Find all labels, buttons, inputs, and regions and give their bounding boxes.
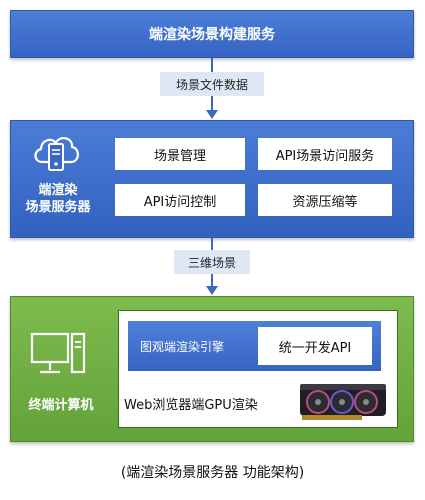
figure-caption: (端渲染场景服务器 功能架构) bbox=[120, 465, 305, 481]
desktop-computer-icon bbox=[30, 332, 86, 380]
cloud-server-icon bbox=[30, 128, 82, 174]
function-api-access-control: API访问控制 bbox=[115, 184, 245, 216]
function-resource-compression: 资源压缩等 bbox=[258, 184, 392, 216]
terminal-title: 终端计算机 bbox=[28, 398, 94, 413]
function-scene-management: 场景管理 bbox=[115, 138, 245, 170]
arrow-2-head bbox=[206, 286, 218, 295]
gpu-render-label: Web浏览器端GPU渲染 bbox=[124, 398, 258, 413]
server-title: 端渲染 场景服务器 bbox=[16, 182, 100, 216]
graphics-card-icon bbox=[298, 380, 390, 422]
top-banner-title: 端渲染场景构建服务 bbox=[149, 27, 275, 43]
top-banner: 端渲染场景构建服务 bbox=[10, 10, 414, 58]
arrow-1-label: 场景文件数据 bbox=[160, 72, 264, 96]
function-api-scene-access: API场景访问服务 bbox=[258, 138, 392, 170]
render-engine-label: 图观端渲染引擎 bbox=[140, 340, 225, 354]
server-title-line1: 端渲染 bbox=[38, 183, 78, 198]
server-title-line2: 场景服务器 bbox=[25, 200, 91, 215]
unified-api-box: 统一开发API bbox=[258, 327, 372, 365]
arrow-1-head bbox=[206, 110, 218, 119]
arrow-2-label: 三维场景 bbox=[174, 250, 250, 274]
